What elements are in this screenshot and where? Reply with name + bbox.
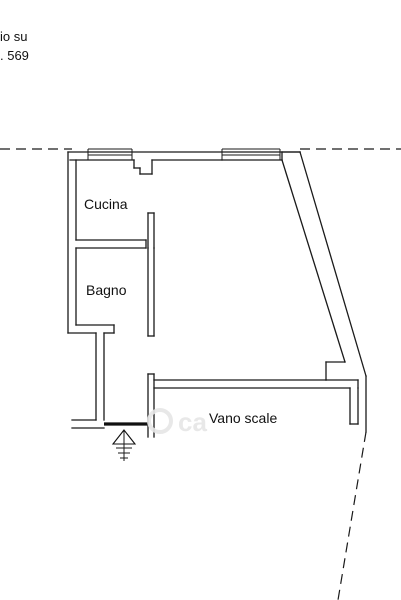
window-living: [221, 148, 281, 160]
room-label-stairwell: Vano scale: [209, 410, 277, 426]
plan-note-line-1: io su: [0, 29, 27, 44]
room-label-kitchen: Cucina: [84, 196, 128, 212]
watermark-text: ca: [178, 407, 207, 437]
right-wall: [281, 151, 367, 433]
left-wall: [67, 151, 115, 429]
top-wall: [67, 148, 301, 175]
entrance-arrow-icon: [111, 429, 137, 461]
watermark-logo: ca: [147, 407, 207, 437]
property-boundary: [0, 148, 401, 600]
window-kitchen: [87, 148, 133, 160]
kitchen-partition: [75, 212, 155, 337]
stairwell-walls: [147, 373, 359, 438]
plan-note-line-2: . 569: [0, 48, 29, 63]
room-label-bathroom: Bagno: [86, 282, 127, 298]
